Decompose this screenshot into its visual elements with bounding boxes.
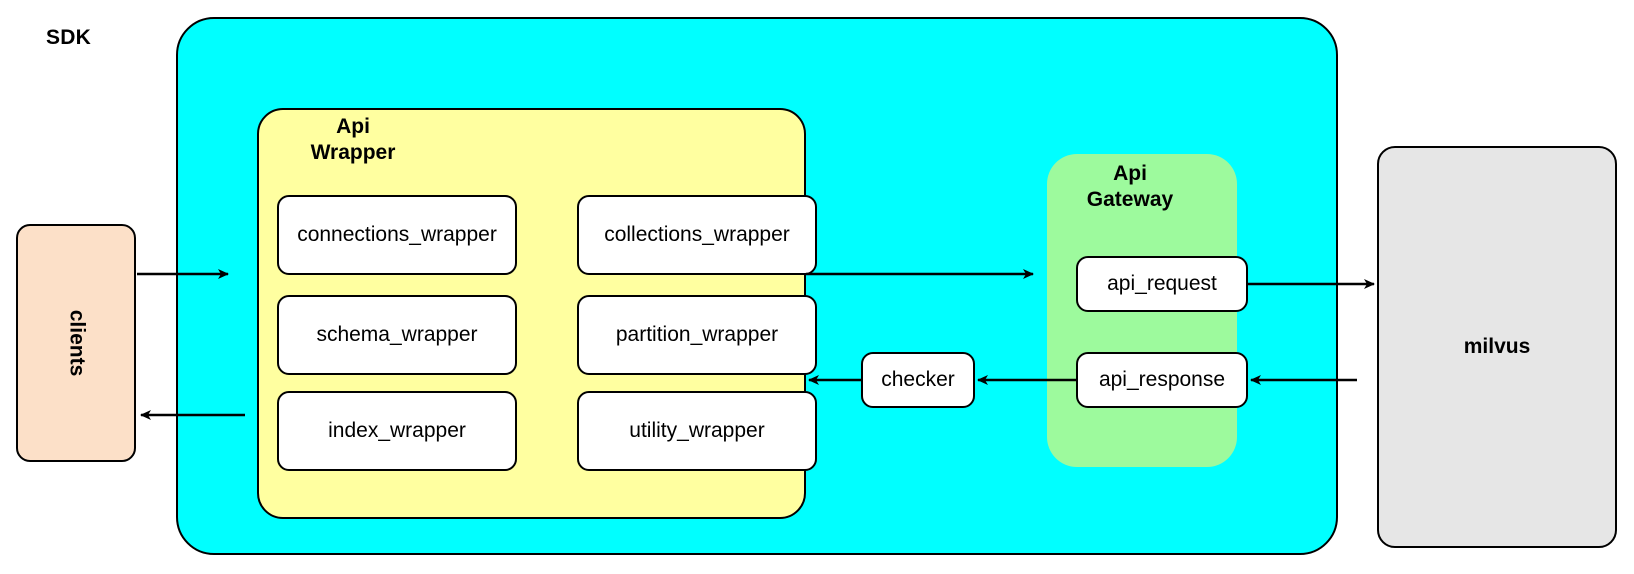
- node-index-wrapper[interactable]: index_wrapper: [277, 391, 517, 471]
- clients-container: clients: [16, 224, 136, 462]
- api-wrapper-label-line1: Api: [336, 115, 370, 138]
- milvus-container: milvus: [1377, 146, 1617, 548]
- node-collections-wrapper[interactable]: collections_wrapper: [577, 195, 817, 275]
- node-schema-wrapper[interactable]: schema_wrapper: [277, 295, 517, 375]
- api-gateway-label-line1: Api: [1113, 162, 1147, 185]
- api-wrapper-label-line2: Wrapper: [310, 140, 396, 164]
- node-partition-wrapper[interactable]: partition_wrapper: [577, 295, 817, 375]
- node-connections-wrapper[interactable]: connections_wrapper: [277, 195, 517, 275]
- milvus-label: milvus: [1463, 335, 1531, 358]
- api-wrapper-label: Api Wrapper: [283, 114, 423, 165]
- node-api-response[interactable]: api_response: [1076, 352, 1248, 408]
- node-checker[interactable]: checker: [861, 352, 975, 408]
- api-gateway-label-line2: Gateway: [1086, 187, 1174, 211]
- api-gateway-label: Api Gateway: [1050, 161, 1210, 212]
- node-api-request[interactable]: api_request: [1076, 256, 1248, 312]
- sdk-label: SDK: [46, 26, 91, 49]
- node-utility-wrapper[interactable]: utility_wrapper: [577, 391, 817, 471]
- clients-label: clients: [65, 309, 88, 377]
